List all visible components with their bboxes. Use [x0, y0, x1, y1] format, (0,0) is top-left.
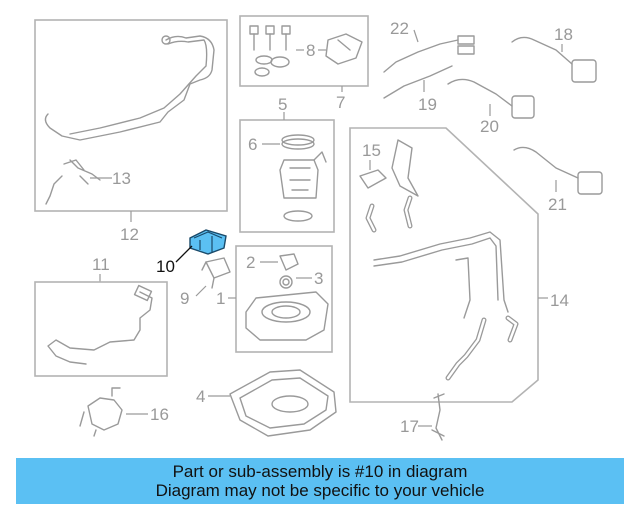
callout-7: 7 — [336, 93, 345, 112]
group-5-fuel-pump: 5 6 — [239, 95, 335, 233]
callout-15: 15 — [362, 141, 381, 160]
callout-20: 20 — [480, 117, 499, 136]
callout-3: 3 — [314, 269, 323, 288]
callout-17: 17 — [400, 417, 419, 436]
group-1-sender: 2 3 1 — [216, 245, 333, 353]
banner-line-2: Diagram may not be specific to your vehi… — [155, 481, 485, 500]
info-banner: Part or sub-assembly is #10 in diagram D… — [16, 458, 624, 504]
parts-diagram: 13 12 8 7 5 6 2 — [34, 15, 603, 441]
callout-16: 16 — [150, 405, 169, 424]
part-9-connector: 9 — [180, 257, 231, 308]
callout-14: 14 — [550, 291, 569, 310]
group-11-sensor: 11 — [34, 255, 168, 377]
callout-12: 12 — [120, 225, 139, 244]
callout-19: 19 — [418, 95, 437, 114]
part-10-highlighted: 10 — [156, 229, 227, 276]
callout-4: 4 — [196, 387, 205, 406]
banner-line-1: Part or sub-assembly is #10 in diagram — [172, 462, 468, 481]
part-16: 16 — [79, 387, 169, 437]
callout-18: 18 — [554, 25, 573, 44]
group-12-fuel-line: 13 12 — [34, 19, 228, 244]
group-14-hoses: 14 15 — [349, 127, 569, 403]
group-7-hardware: 8 7 — [239, 15, 369, 112]
callout-10: 10 — [156, 257, 175, 276]
callout-9: 9 — [180, 289, 189, 308]
callout-11: 11 — [92, 255, 110, 274]
callout-13: 13 — [112, 169, 131, 188]
callout-2: 2 — [246, 253, 255, 272]
callout-8: 8 — [306, 41, 315, 60]
part-17: 17 — [400, 393, 445, 441]
part-4-tank: 4 — [196, 369, 337, 437]
callout-6: 6 — [248, 135, 257, 154]
sensor-cables: 22 19 20 18 21 — [383, 19, 603, 214]
callout-5: 5 — [278, 95, 287, 114]
callout-1: 1 — [216, 289, 225, 308]
callout-22: 22 — [390, 19, 409, 38]
callout-21: 21 — [548, 195, 567, 214]
